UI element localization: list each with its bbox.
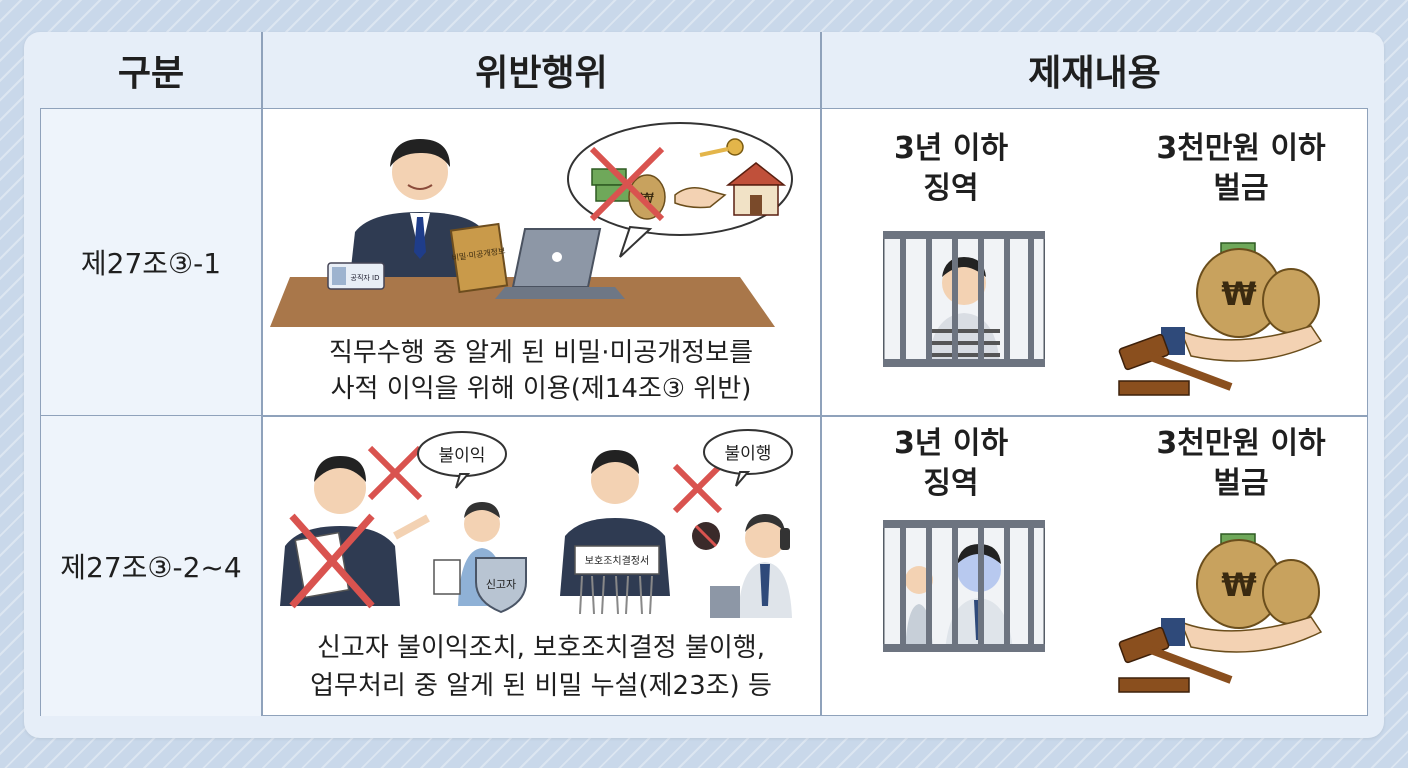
laptop-icon (495, 228, 625, 299)
won-sign-icon: ₩ (1221, 275, 1256, 313)
speech-bubble: 불이익 (417, 431, 507, 489)
whistleblower-figure: 신고자 (433, 502, 527, 614)
column-divider (820, 109, 822, 715)
header-violation: 위반행위 (475, 53, 608, 94)
violation-desc-line: 직무수행 중 알게 된 비밀·미공개정보를 (328, 338, 754, 368)
gavel-icon (1118, 333, 1233, 396)
retaliation-illustration: 불이익 신고자 보호조치결정서 (280, 429, 793, 618)
table-row-2-code: 제27조③-2~4 (41, 416, 261, 716)
violation-desc-line: 업무처리 중 알게 된 비밀 누설(제23조) 등 (310, 671, 772, 701)
worried-person-figure (692, 514, 792, 618)
header-category: 구분 (117, 53, 185, 94)
prison-icon (883, 520, 1045, 652)
official-figure (280, 456, 430, 609)
column-divider (261, 109, 263, 715)
header-sanction: 제재내용 (1028, 53, 1161, 94)
id-badge-icon: 공직자 ID (327, 262, 385, 290)
gavel-icon (1118, 626, 1233, 693)
header-divider (820, 32, 822, 108)
row-divider (41, 415, 1367, 417)
sanctions-table-panel: 구분 위반행위 제재내용 제27조③-1 (24, 32, 1384, 738)
table-row-2-violation: 불이익 신고자 보호조치결정서 (262, 416, 820, 716)
table-body: 제27조③-1 비밀·미공개정보 (40, 108, 1368, 716)
won-sign-icon: ₩ (1221, 566, 1256, 604)
table-row-1-code: 제27조③-1 (41, 109, 261, 415)
table-row-1-violation: 비밀·미공개정보 공직자 ID (262, 109, 820, 415)
handshake-icon (674, 187, 727, 209)
secret-misuse-illustration: 비밀·미공개정보 공직자 ID (270, 122, 793, 327)
official-figure: 보호조치결정서 (560, 450, 670, 615)
svg-text:불이행: 불이행 (725, 444, 772, 464)
header-divider (261, 32, 263, 108)
thought-bubble: ₩ (567, 122, 793, 258)
svg-text:불이익: 불이익 (439, 446, 486, 466)
fine-money-gavel-icon: ₩ (1118, 242, 1323, 396)
prison-icon (883, 231, 1045, 367)
violation-desc-line: 신고자 불이익조치, 보호조치결정 불이행, (317, 633, 765, 663)
hand-icon (1179, 325, 1323, 362)
secret-document-icon: 비밀·미공개정보 (449, 222, 509, 294)
svg-text:보호조치결정서: 보호조치결정서 (585, 555, 649, 567)
house-icon (725, 162, 787, 216)
desk-shape (270, 277, 775, 327)
key-icon (699, 138, 744, 157)
violation-desc-line: 사적 이익을 위해 이용(제14조③ 위반) (330, 374, 752, 404)
svg-text:신고자: 신고자 (486, 578, 516, 591)
speech-bubble: 불이행 (703, 429, 793, 487)
shield-icon (475, 557, 527, 614)
hand-icon (1179, 616, 1323, 653)
fine-money-gavel-icon: ₩ (1118, 533, 1323, 693)
svg-text:공직자 ID: 공직자 ID (351, 273, 380, 282)
